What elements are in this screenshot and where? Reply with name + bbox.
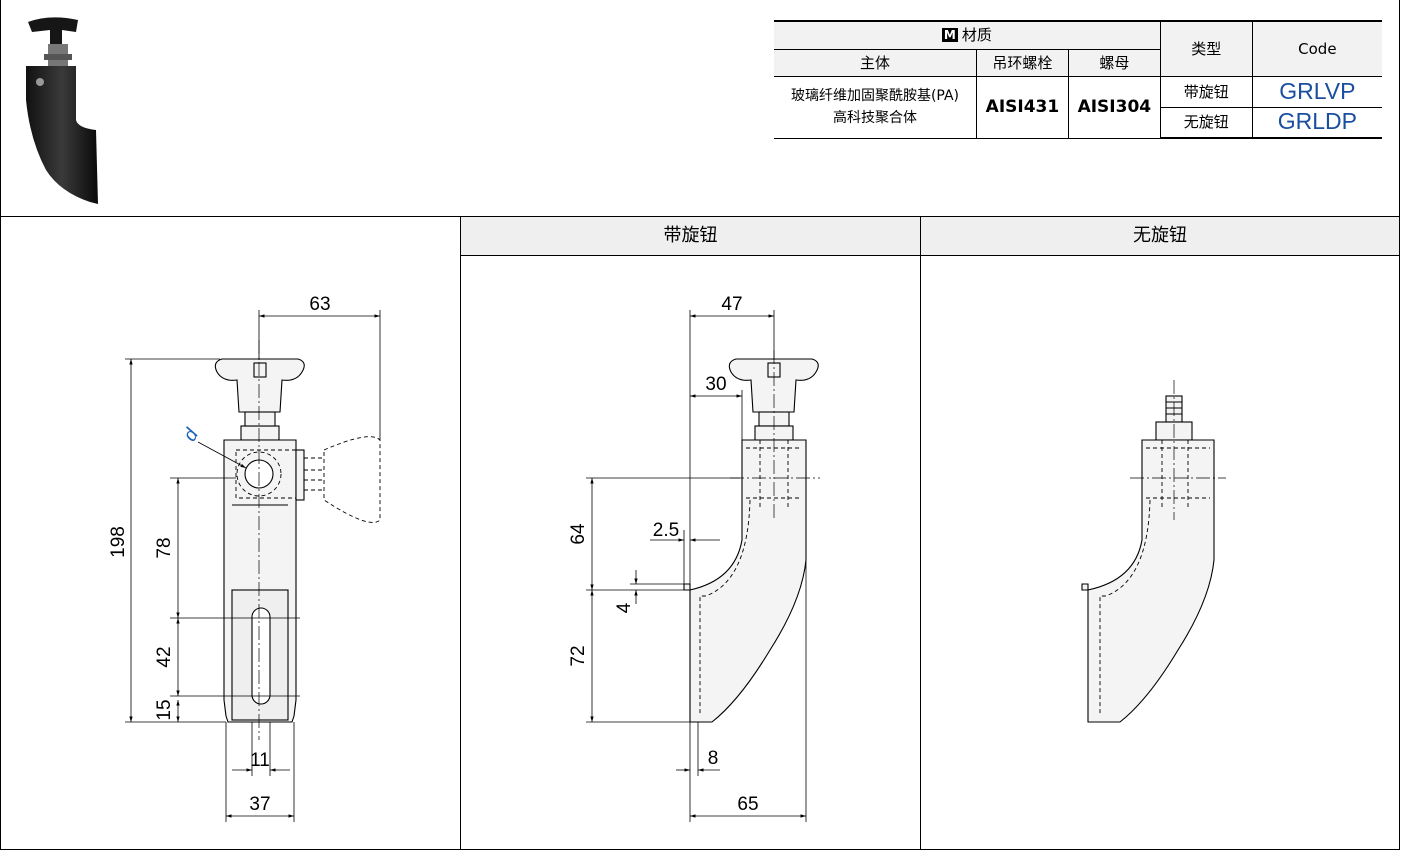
front-knob-stem xyxy=(253,362,267,378)
bolt-material: AISI431 xyxy=(975,75,1069,139)
front-dimension-labels: 63 198 78 42 15 11 37 d xyxy=(108,294,331,815)
front-dimensions xyxy=(125,310,381,822)
panel-header-with-knob: 带旋钮 xyxy=(461,217,920,256)
dim-65: 65 xyxy=(737,794,758,815)
dim-30: 30 xyxy=(705,374,726,395)
side-hook-body xyxy=(683,439,807,723)
code-grldp[interactable]: GRLDP xyxy=(1251,106,1382,139)
type-without-knob: 无旋钮 xyxy=(1159,106,1253,139)
dim-37: 37 xyxy=(249,794,270,815)
front-knob xyxy=(214,358,305,413)
frame-right xyxy=(1399,0,1400,850)
side-view-without-knob xyxy=(1081,395,1215,723)
dim-72: 72 xyxy=(568,645,589,666)
body-material-line1: 玻璃纤维加固聚酰胺基(PA) xyxy=(790,88,960,104)
front-nut xyxy=(240,425,280,441)
code-grlvp[interactable]: GRLVP xyxy=(1251,75,1382,108)
dim-4: 4 xyxy=(614,602,635,613)
front-hidden-lines xyxy=(235,436,381,523)
material-header: 材质 xyxy=(961,26,992,45)
front-side-block xyxy=(295,449,305,501)
dim-63: 63 xyxy=(309,294,330,315)
type-header: 类型 xyxy=(1159,20,1253,77)
dim-47: 47 xyxy=(721,294,742,315)
frame-mid-horizontal xyxy=(0,216,1400,217)
front-view xyxy=(214,358,305,723)
front-slot xyxy=(251,607,271,705)
body-material: 玻璃纤维加固聚酰胺基(PA) 高科技聚合体 xyxy=(774,75,977,139)
dim-42: 42 xyxy=(154,646,175,667)
front-neck xyxy=(244,411,276,427)
nut-header: 螺母 xyxy=(1067,48,1161,77)
no-knob-hidden-lines xyxy=(1099,440,1210,714)
dim-11: 11 xyxy=(250,750,270,771)
dim-78: 78 xyxy=(154,537,175,558)
hook-body-no-knob xyxy=(1081,439,1215,723)
material-badge: M xyxy=(941,28,958,43)
frame-left xyxy=(0,0,1,850)
side-dimensions xyxy=(586,310,807,822)
side-dimension-labels: 47 30 64 2.5 4 72 8 65 xyxy=(568,294,759,815)
frame-divider-1 xyxy=(460,216,461,850)
product-photo xyxy=(26,17,98,204)
dim-15: 15 xyxy=(154,699,175,720)
body-header: 主体 xyxy=(774,48,977,77)
dim-64: 64 xyxy=(568,523,589,545)
dim-2-5: 2.5 xyxy=(653,520,679,541)
dim-198: 198 xyxy=(108,526,129,558)
dim-8: 8 xyxy=(708,748,719,769)
code-header: Code xyxy=(1251,20,1382,77)
frame-divider-2 xyxy=(920,216,921,850)
nut-material: AISI304 xyxy=(1067,75,1161,139)
dim-d: d xyxy=(179,424,203,445)
body-material-line2: 高科技聚合体 xyxy=(832,110,917,126)
bolt-header: 吊环螺栓 xyxy=(975,48,1069,77)
panel-header-without-knob: 无旋钮 xyxy=(921,217,1399,256)
side-view-with-knob xyxy=(683,358,819,723)
